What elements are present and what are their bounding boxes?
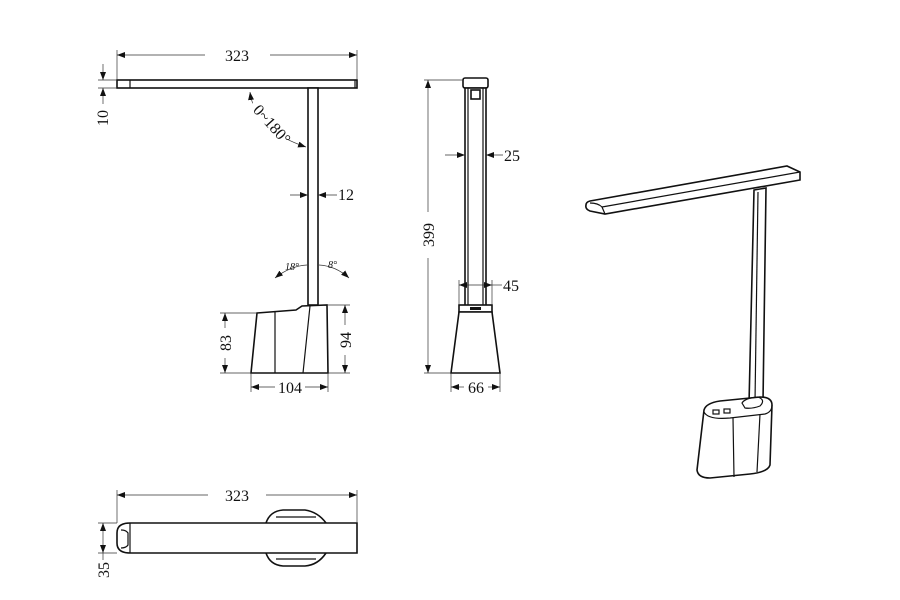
isometric-view	[585, 165, 801, 479]
top-view: 323 35	[96, 488, 358, 578]
side-view: 399 25 45 66	[421, 77, 520, 397]
lamp-head	[116, 79, 358, 89]
front-view: 323 10 0~180° 12 18° 8° 83 94 104	[95, 48, 358, 397]
dim-base-back-height: 94	[338, 332, 355, 348]
dim-top-head-length: 323	[225, 488, 249, 505]
dim-head-width: 35	[96, 562, 113, 578]
iso-base	[696, 396, 773, 479]
lamp-pole	[307, 87, 319, 306]
lamp-base	[250, 304, 329, 374]
dim-head-thickness: 10	[95, 110, 112, 126]
top-head	[116, 522, 358, 554]
head-cap	[462, 77, 489, 89]
dim-head-length: 323	[225, 48, 249, 65]
dim-tilt-back: 18°	[285, 262, 299, 273]
side-base	[450, 311, 501, 374]
dim-base-depth: 66	[468, 380, 484, 397]
dim-pole-depth: 25	[504, 148, 520, 165]
dim-pole-width: 12	[338, 187, 354, 204]
joint	[470, 89, 481, 100]
dim-base-width: 104	[278, 380, 302, 397]
dim-collar-depth: 45	[503, 278, 519, 295]
dim-total-height: 399	[421, 223, 438, 247]
iso-head	[585, 165, 801, 215]
dim-base-front-height: 83	[218, 335, 235, 351]
dim-tilt-forward: 8°	[328, 260, 337, 271]
